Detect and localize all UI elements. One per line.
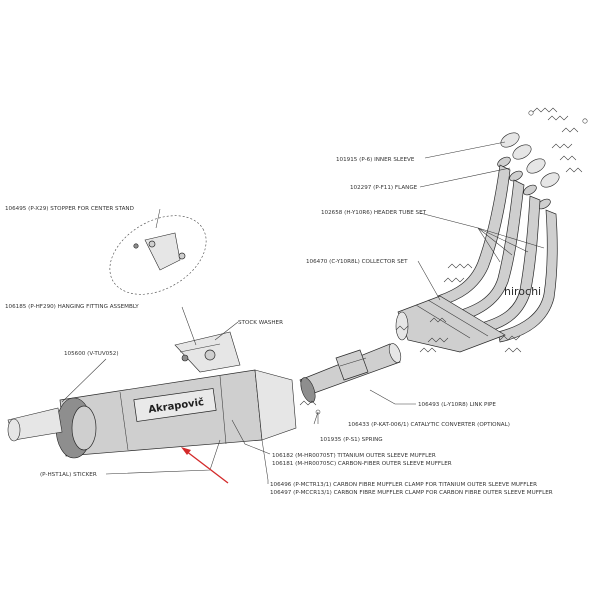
label-sticker: (P-HST1AL) STICKER xyxy=(40,472,97,478)
label-spring: 101935 (P-S1) SPRING xyxy=(320,437,383,443)
label-cf-sleeve: 106181 (M-HR00705C) CARBON-FIBER OUTER S… xyxy=(272,461,452,467)
label-end-cap: 105600 (V-TUV052) xyxy=(64,351,119,357)
flange-parts xyxy=(497,132,560,210)
stopper-detail xyxy=(109,215,207,295)
label-stock-washer: STOCK WASHER xyxy=(238,320,283,326)
collector xyxy=(395,295,506,353)
leader-lines xyxy=(61,141,545,484)
label-stopper: 106495 (P-X29) STOPPER FOR CENTER STAND xyxy=(5,206,134,212)
collector-springs xyxy=(395,263,522,353)
label-link-pipe: 106493 (L-Y10R8) LINK PIPE xyxy=(418,402,496,408)
label-flange: 102297 (P-F11) FLANGE xyxy=(350,185,418,191)
label-clamp-ti: 106496 (P-MCTR13/1) CARBON FIBRE MUFFLER… xyxy=(270,482,537,488)
watermark: hirochi xyxy=(504,285,541,298)
header-flanges-group xyxy=(497,107,588,210)
label-catalytic: 106433 (P-KAT-006/1) CATALYTIC CONVERTER… xyxy=(348,422,510,428)
link-pipe xyxy=(299,343,402,397)
catalytic-converter xyxy=(299,377,321,415)
label-ti-sleeve: 106182 (M-HR00705T) TITANIUM OUTER SLEEV… xyxy=(272,453,436,459)
label-hanging-fitting: 106185 (P-HF290) HANGING FITTING ASSEMBL… xyxy=(5,304,139,310)
muffler: Akrapovič xyxy=(7,369,297,459)
label-collector-set: 106470 (C-Y10R8L) COLLECTOR SET xyxy=(306,259,408,265)
labels: 101915 (P-6) INNER SLEEVE 102297 (P-F11)… xyxy=(5,157,553,496)
header-tubes xyxy=(437,164,558,343)
label-inner-sleeve: 101915 (P-6) INNER SLEEVE xyxy=(336,157,415,163)
label-clamp-cf: 106497 (P-MCCR13/1) CARBON FIBRE MUFFLER… xyxy=(270,490,553,496)
header-springs xyxy=(528,107,588,173)
hanging-fitting xyxy=(174,331,241,373)
red-arrow xyxy=(181,447,229,484)
label-header-tube-set: 102658 (H-Y10R6) HEADER TUBE SET xyxy=(321,210,427,216)
